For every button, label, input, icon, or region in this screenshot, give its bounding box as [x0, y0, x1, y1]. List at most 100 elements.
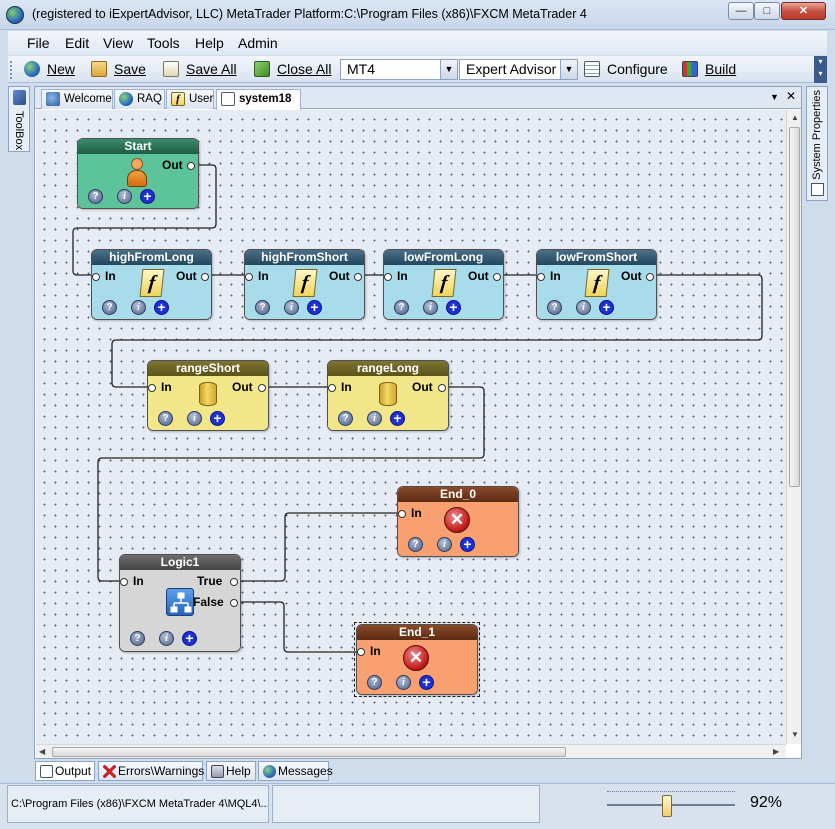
help-icon[interactable]: ?: [88, 189, 103, 204]
save-all-button[interactable]: Save All: [163, 60, 237, 80]
node-highfromlong[interactable]: highFromLong In f Out ? i +: [91, 249, 212, 320]
menu-admin[interactable]: Admin: [238, 35, 278, 51]
scroll-up-icon[interactable]: ▲: [791, 113, 799, 122]
close-all-button[interactable]: Close All: [254, 60, 331, 80]
node-lowfromshort-out-port[interactable]: [646, 273, 654, 281]
tab-list-dropdown[interactable]: ▼: [770, 92, 779, 102]
maximize-button[interactable]: □: [754, 2, 780, 20]
node-logic1-false-port[interactable]: [230, 599, 238, 607]
node-start[interactable]: Start Out ? i +: [77, 138, 199, 209]
add-icon[interactable]: +: [140, 189, 155, 204]
menu-edit[interactable]: Edit: [65, 35, 90, 51]
info-icon[interactable]: i: [187, 411, 202, 426]
new-button[interactable]: New: [24, 60, 75, 80]
info-icon[interactable]: i: [423, 300, 438, 315]
node-rangelong[interactable]: rangeLong In Out ? i +: [327, 360, 449, 431]
help-icon[interactable]: ?: [394, 300, 409, 315]
node-lowfromshort[interactable]: lowFromShort In f Out ? i +: [536, 249, 657, 320]
node-end-0[interactable]: End_0 In ✕ ? i +: [397, 486, 519, 557]
info-icon[interactable]: i: [367, 411, 382, 426]
add-icon[interactable]: +: [390, 411, 405, 426]
node-highfromshort-in-port[interactable]: [245, 273, 253, 281]
menu-view[interactable]: View: [103, 35, 134, 51]
add-icon[interactable]: +: [154, 300, 169, 315]
help-icon[interactable]: ?: [130, 631, 145, 646]
info-icon[interactable]: i: [284, 300, 299, 315]
menu-tools[interactable]: Tools: [147, 35, 180, 51]
horizontal-scroll-thumb[interactable]: [52, 747, 566, 757]
system-properties-panel-tab[interactable]: System Properties: [806, 86, 828, 201]
flow-canvas[interactable]: Start Out ? i + highFromLong In f Out ? …: [36, 110, 786, 744]
toolbar-grip[interactable]: [10, 61, 13, 79]
node-end-1[interactable]: End_1 In ✕ ? i +: [356, 624, 478, 695]
tab-help[interactable]: Help: [206, 761, 256, 781]
node-highfromshort-out-port[interactable]: [354, 273, 362, 281]
node-highfromlong-in-port[interactable]: [92, 273, 100, 281]
node-rangeshort-out-port[interactable]: [258, 384, 266, 392]
close-tab-button[interactable]: ✕: [786, 89, 797, 103]
node-lowfromlong-out-port[interactable]: [493, 273, 501, 281]
platform-select[interactable]: MT4 ▼: [340, 59, 458, 80]
node-lowfromshort-in-port[interactable]: [537, 273, 545, 281]
info-icon[interactable]: i: [396, 675, 411, 690]
info-icon[interactable]: i: [131, 300, 146, 315]
help-icon[interactable]: ?: [102, 300, 117, 315]
info-icon[interactable]: i: [576, 300, 591, 315]
node-rangelong-out-port[interactable]: [438, 384, 446, 392]
scroll-down-icon[interactable]: ▼: [791, 730, 799, 739]
node-logic1-true-port[interactable]: [230, 578, 238, 586]
save-button[interactable]: Save: [91, 60, 146, 80]
tab-errors-warnings[interactable]: Errors\Warnings: [98, 761, 204, 781]
info-icon[interactable]: i: [437, 537, 452, 552]
info-icon[interactable]: i: [117, 189, 132, 204]
toolbar-overflow-button[interactable]: ▾▾: [814, 56, 827, 83]
node-logic1[interactable]: Logic1 In True False ? i +: [119, 554, 241, 652]
add-icon[interactable]: +: [182, 631, 197, 646]
node-rangeshort-in-port[interactable]: [148, 384, 156, 392]
close-window-button[interactable]: ✕: [781, 2, 826, 20]
help-icon[interactable]: ?: [338, 411, 353, 426]
chevron-down-icon[interactable]: ▼: [440, 60, 457, 79]
add-icon[interactable]: +: [307, 300, 322, 315]
add-icon[interactable]: +: [419, 675, 434, 690]
chevron-down-icon[interactable]: ▼: [560, 60, 577, 79]
menu-file[interactable]: File: [27, 35, 50, 51]
add-icon[interactable]: +: [460, 537, 475, 552]
node-start-out-port[interactable]: [187, 162, 195, 170]
help-icon[interactable]: ?: [367, 675, 382, 690]
zoom-slider-thumb[interactable]: [662, 795, 672, 817]
help-icon[interactable]: ?: [408, 537, 423, 552]
help-icon[interactable]: ?: [158, 411, 173, 426]
configure-button[interactable]: Configure: [584, 60, 668, 80]
help-icon[interactable]: ?: [255, 300, 270, 315]
node-rangelong-in-port[interactable]: [328, 384, 336, 392]
type-select[interactable]: Expert Advisor ▼: [459, 59, 578, 80]
node-end-1-in-port[interactable]: [357, 648, 365, 656]
build-button[interactable]: Build: [682, 60, 736, 80]
add-icon[interactable]: +: [210, 411, 225, 426]
vertical-scrollbar[interactable]: ▲ ▼: [786, 110, 801, 744]
help-icon[interactable]: ?: [547, 300, 562, 315]
node-highfromlong-out-port[interactable]: [201, 273, 209, 281]
horizontal-scrollbar[interactable]: ◀ ▶: [36, 744, 786, 758]
minimize-button[interactable]: —: [728, 2, 754, 20]
add-icon[interactable]: +: [446, 300, 461, 315]
tab-system18[interactable]: system18: [216, 89, 301, 110]
node-lowfromlong-in-port[interactable]: [384, 273, 392, 281]
info-icon[interactable]: i: [159, 631, 174, 646]
scroll-left-icon[interactable]: ◀: [39, 747, 46, 756]
node-highfromshort[interactable]: highFromShort In f Out ? i +: [244, 249, 365, 320]
node-logic1-in-port[interactable]: [120, 578, 128, 586]
node-rangeshort[interactable]: rangeShort In Out ? i +: [147, 360, 269, 431]
tab-output[interactable]: Output: [35, 761, 95, 781]
tab-raq[interactable]: RAQ: [114, 89, 165, 109]
tab-messages[interactable]: Messages: [258, 761, 333, 781]
tab-welcome[interactable]: Welcome: [41, 89, 113, 109]
vertical-scroll-thumb[interactable]: [789, 127, 800, 487]
add-icon[interactable]: +: [599, 300, 614, 315]
menu-help[interactable]: Help: [195, 35, 224, 51]
scroll-right-icon[interactable]: ▶: [773, 747, 780, 756]
toolbox-panel-tab[interactable]: ToolBox: [8, 86, 30, 152]
node-end-0-in-port[interactable]: [398, 510, 406, 518]
